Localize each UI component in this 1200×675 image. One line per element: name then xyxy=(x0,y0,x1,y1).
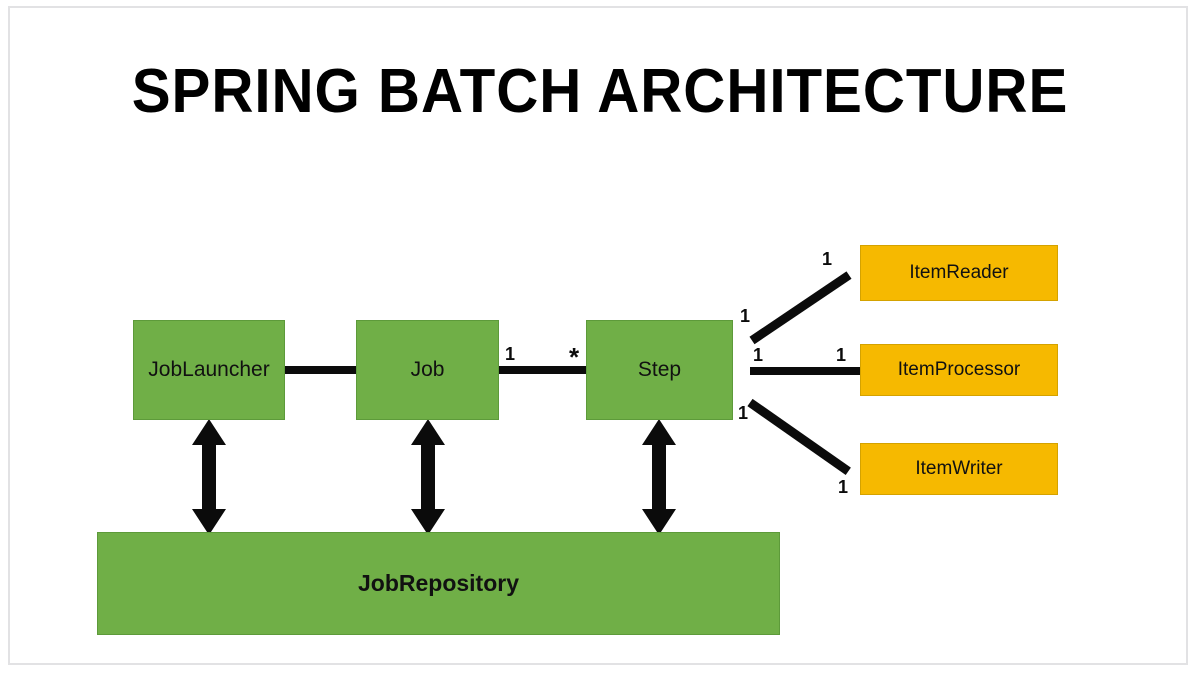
multiplicity-itemwriter-end: 1 xyxy=(838,477,849,497)
multiplicity-itemreader-end: 1 xyxy=(822,249,833,269)
multiplicity-step-itemprocessor: 1 xyxy=(753,345,764,365)
node-joblauncher[interactable]: JobLauncher xyxy=(133,320,285,420)
page-title: SPRING BATCH ARCHITECTURE xyxy=(131,57,1069,126)
double-arrow-step-jobrepository xyxy=(641,419,677,535)
node-step[interactable]: Step xyxy=(586,320,733,420)
multiplicity-step-side: * xyxy=(569,342,580,372)
node-itemprocessor[interactable]: ItemProcessor xyxy=(860,344,1058,396)
double-arrow-job-jobrepository xyxy=(410,419,446,535)
node-itemwriter-label: ItemWriter xyxy=(915,458,1003,480)
node-joblauncher-label: JobLauncher xyxy=(148,357,270,381)
node-jobrepository-label: JobRepository xyxy=(357,570,520,597)
node-itemprocessor-label: ItemProcessor xyxy=(897,359,1021,381)
multiplicity-step-itemreader: 1 xyxy=(740,306,751,326)
node-itemreader[interactable]: ItemReader xyxy=(860,245,1058,301)
connector-step-itemprocessor xyxy=(750,367,862,375)
node-itemreader-label: ItemReader xyxy=(909,262,1009,284)
node-step-label: Step xyxy=(637,357,682,381)
double-arrow-joblauncher-jobrepository xyxy=(191,419,227,535)
connector-job-step xyxy=(498,366,588,374)
multiplicity-itemprocessor-end: 1 xyxy=(836,345,847,365)
node-job-label: Job xyxy=(410,357,445,381)
multiplicity-job-side: 1 xyxy=(505,344,516,364)
node-itemwriter[interactable]: ItemWriter xyxy=(860,443,1058,495)
node-job[interactable]: Job xyxy=(356,320,499,420)
multiplicity-step-itemwriter: 1 xyxy=(738,403,749,423)
connector-joblauncher-job xyxy=(283,366,359,374)
node-jobrepository[interactable]: JobRepository xyxy=(97,532,780,635)
